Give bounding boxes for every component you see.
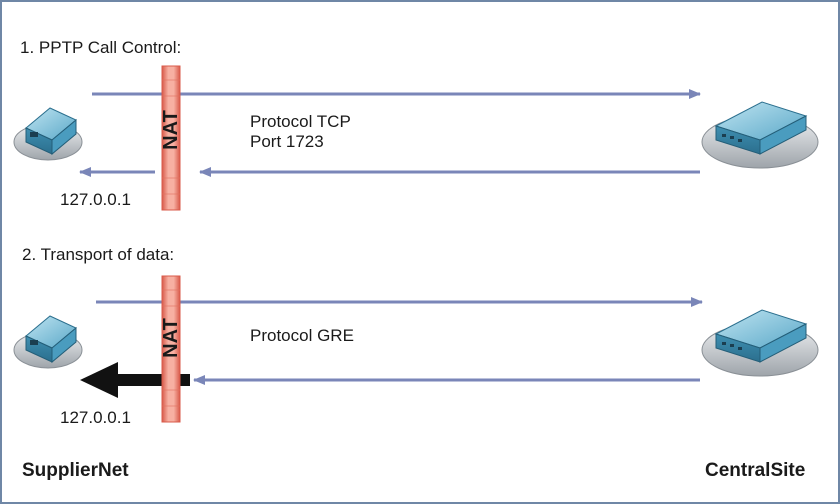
central-site-label: CentralSite (705, 460, 806, 481)
gre-protocol-label: Protocol GRE (250, 326, 354, 345)
supplier-device-2 (13, 315, 83, 369)
section1-title: 1. PPTP Call Control: (20, 38, 182, 57)
section2-title: 2. Transport of data: (22, 245, 175, 264)
local-ip-label-1: 127.0.0.1 (60, 190, 131, 209)
nat-bar-1 (161, 65, 181, 211)
local-ip-label-2: 127.0.0.1 (60, 408, 131, 427)
central-device-1 (701, 101, 819, 169)
central-device-2 (701, 309, 819, 377)
supplier-net-label: SupplierNet (22, 460, 129, 481)
tcp-protocol-label: Protocol TCP (250, 112, 351, 131)
nat-bar-2 (161, 275, 181, 423)
nat-label-2: NAT (159, 318, 182, 358)
supplier-device-1 (13, 107, 83, 161)
nat-label-1: NAT (159, 110, 182, 150)
tcp-port-label: Port 1723 (250, 132, 324, 151)
gre-blocked-arrow (80, 362, 190, 398)
